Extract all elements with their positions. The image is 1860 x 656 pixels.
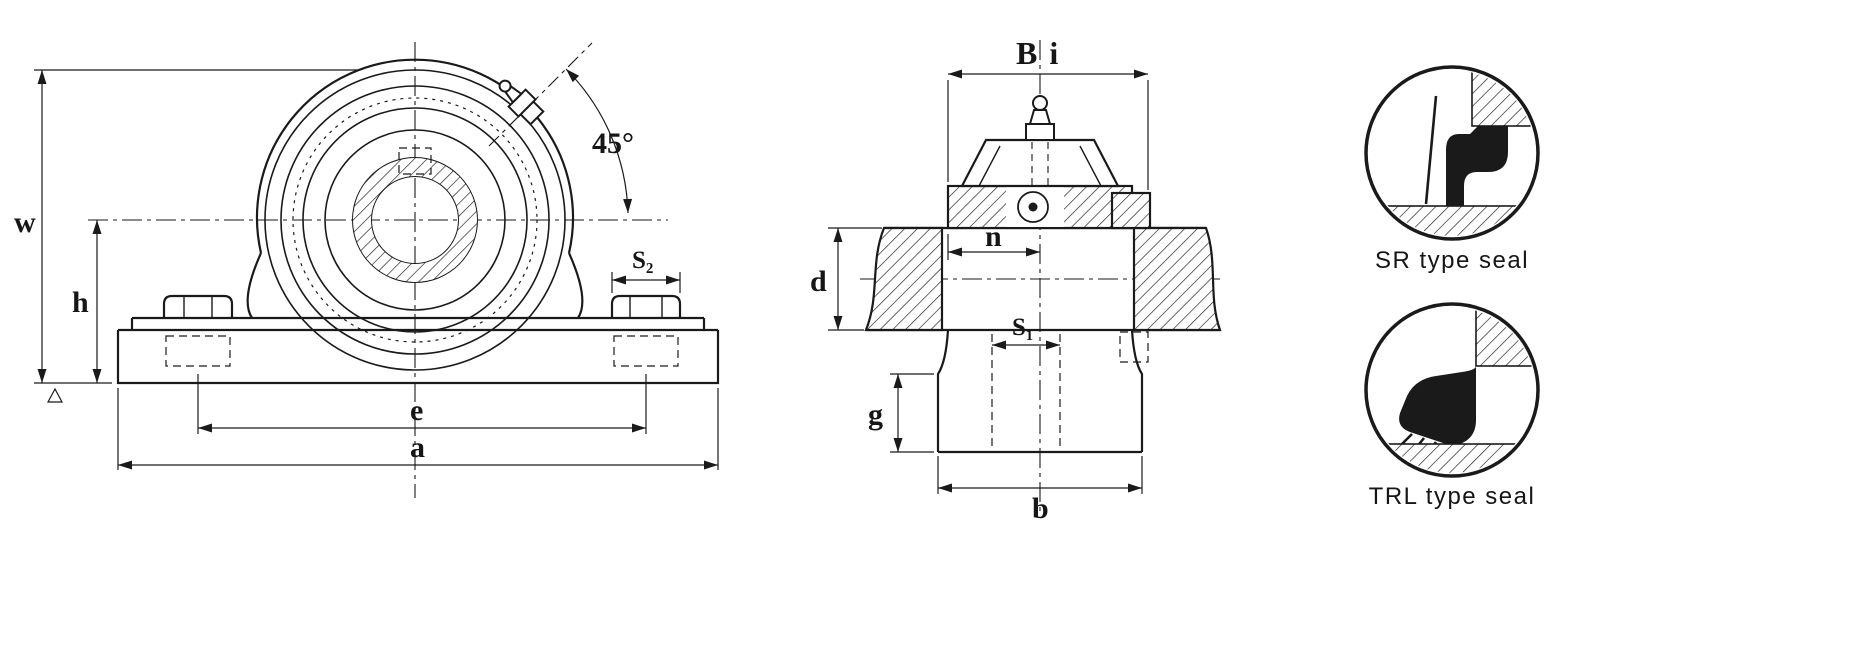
sr-detail-circle bbox=[1364, 65, 1540, 241]
collar-circle bbox=[324, 129, 506, 311]
trl-seal-profile bbox=[1399, 366, 1476, 446]
dim-s1-label: S₁ bbox=[1012, 314, 1033, 341]
housing-dome-outline bbox=[255, 58, 575, 254]
pedestal-left-edge bbox=[936, 329, 950, 452]
sr-slinger bbox=[1424, 95, 1438, 205]
sr-seal-profile bbox=[1446, 126, 1508, 207]
dim-g: g bbox=[868, 373, 934, 453]
trl-shaft-section bbox=[1369, 443, 1535, 473]
shaft-right-break bbox=[1132, 226, 1222, 332]
dim-h: h bbox=[72, 220, 102, 383]
trl-seal-detail: TRL type seal bbox=[1364, 302, 1540, 510]
right-bolt-boss bbox=[610, 294, 682, 318]
dim-d: d bbox=[810, 227, 882, 331]
front-view: 45° w h e a bbox=[14, 42, 720, 498]
trl-seal-caption: TRL type seal bbox=[1369, 483, 1536, 510]
housing-cap bbox=[960, 138, 1120, 188]
dim-b: b bbox=[937, 456, 1143, 525]
seal-detail-views: SR type seal TRL type seal bbox=[1364, 65, 1540, 510]
dim-s2-label: S₂ bbox=[632, 247, 653, 274]
bearing-ball-center bbox=[1028, 202, 1038, 212]
dim-h-label: h bbox=[72, 286, 89, 319]
left-slot-hidden bbox=[165, 335, 231, 367]
grease-nipple bbox=[1025, 95, 1055, 141]
dim-e: e bbox=[197, 374, 647, 434]
inner-ring-circle bbox=[302, 107, 528, 333]
dim-b-label: b bbox=[1032, 492, 1049, 525]
cap-inner-right bbox=[1079, 145, 1102, 187]
sr-shaft-section bbox=[1369, 205, 1535, 236]
shaft-left-break bbox=[864, 226, 944, 332]
angle-label: 45° bbox=[592, 127, 634, 160]
grease-fitting bbox=[498, 79, 545, 126]
set-screw-hidden bbox=[1119, 331, 1149, 363]
cap-inner-left bbox=[978, 145, 1001, 187]
seal-circle bbox=[280, 85, 550, 355]
angle-arc bbox=[565, 68, 633, 214]
dim-w: w bbox=[14, 69, 358, 403]
sr-seal-caption: SR type seal bbox=[1375, 247, 1529, 274]
dim-d-label: d bbox=[810, 265, 827, 298]
sr-seal-detail: SR type seal bbox=[1364, 65, 1540, 274]
dim-a: a bbox=[117, 388, 719, 470]
dim-bi-label: B i bbox=[1016, 35, 1060, 71]
trl-detail-circle bbox=[1364, 302, 1540, 478]
trl-housing-section bbox=[1475, 307, 1535, 367]
set-screw-section bbox=[1110, 191, 1152, 230]
housing-right-flare bbox=[567, 252, 584, 319]
right-slot-hidden bbox=[613, 335, 679, 367]
housing-left-flare bbox=[246, 252, 263, 319]
grease-fitting-axis bbox=[488, 42, 593, 147]
ball-race-hidden-circle bbox=[292, 97, 538, 343]
side-view: B i n d S₁ g bbox=[810, 35, 1225, 525]
left-bolt-boss bbox=[162, 294, 234, 318]
dim-s2: S₂ bbox=[611, 247, 681, 293]
datum-triangle bbox=[46, 387, 64, 403]
dim-s1: S₁ bbox=[992, 314, 1060, 350]
dim-n: n bbox=[947, 220, 1040, 260]
dim-w-label: w bbox=[14, 206, 36, 239]
outer-ring-circle bbox=[264, 69, 566, 371]
dim-bi: B i bbox=[947, 35, 1149, 190]
dim-e-label: e bbox=[410, 394, 423, 427]
setscrew-hidden-outline bbox=[398, 147, 432, 175]
pedestal-right-edge bbox=[1130, 329, 1144, 452]
dim-n-label: n bbox=[985, 220, 1002, 253]
sr-housing-section bbox=[1471, 70, 1535, 127]
dim-a-label: a bbox=[410, 431, 425, 464]
dim-g-label: g bbox=[868, 398, 883, 431]
base-slab-outline bbox=[116, 328, 720, 385]
